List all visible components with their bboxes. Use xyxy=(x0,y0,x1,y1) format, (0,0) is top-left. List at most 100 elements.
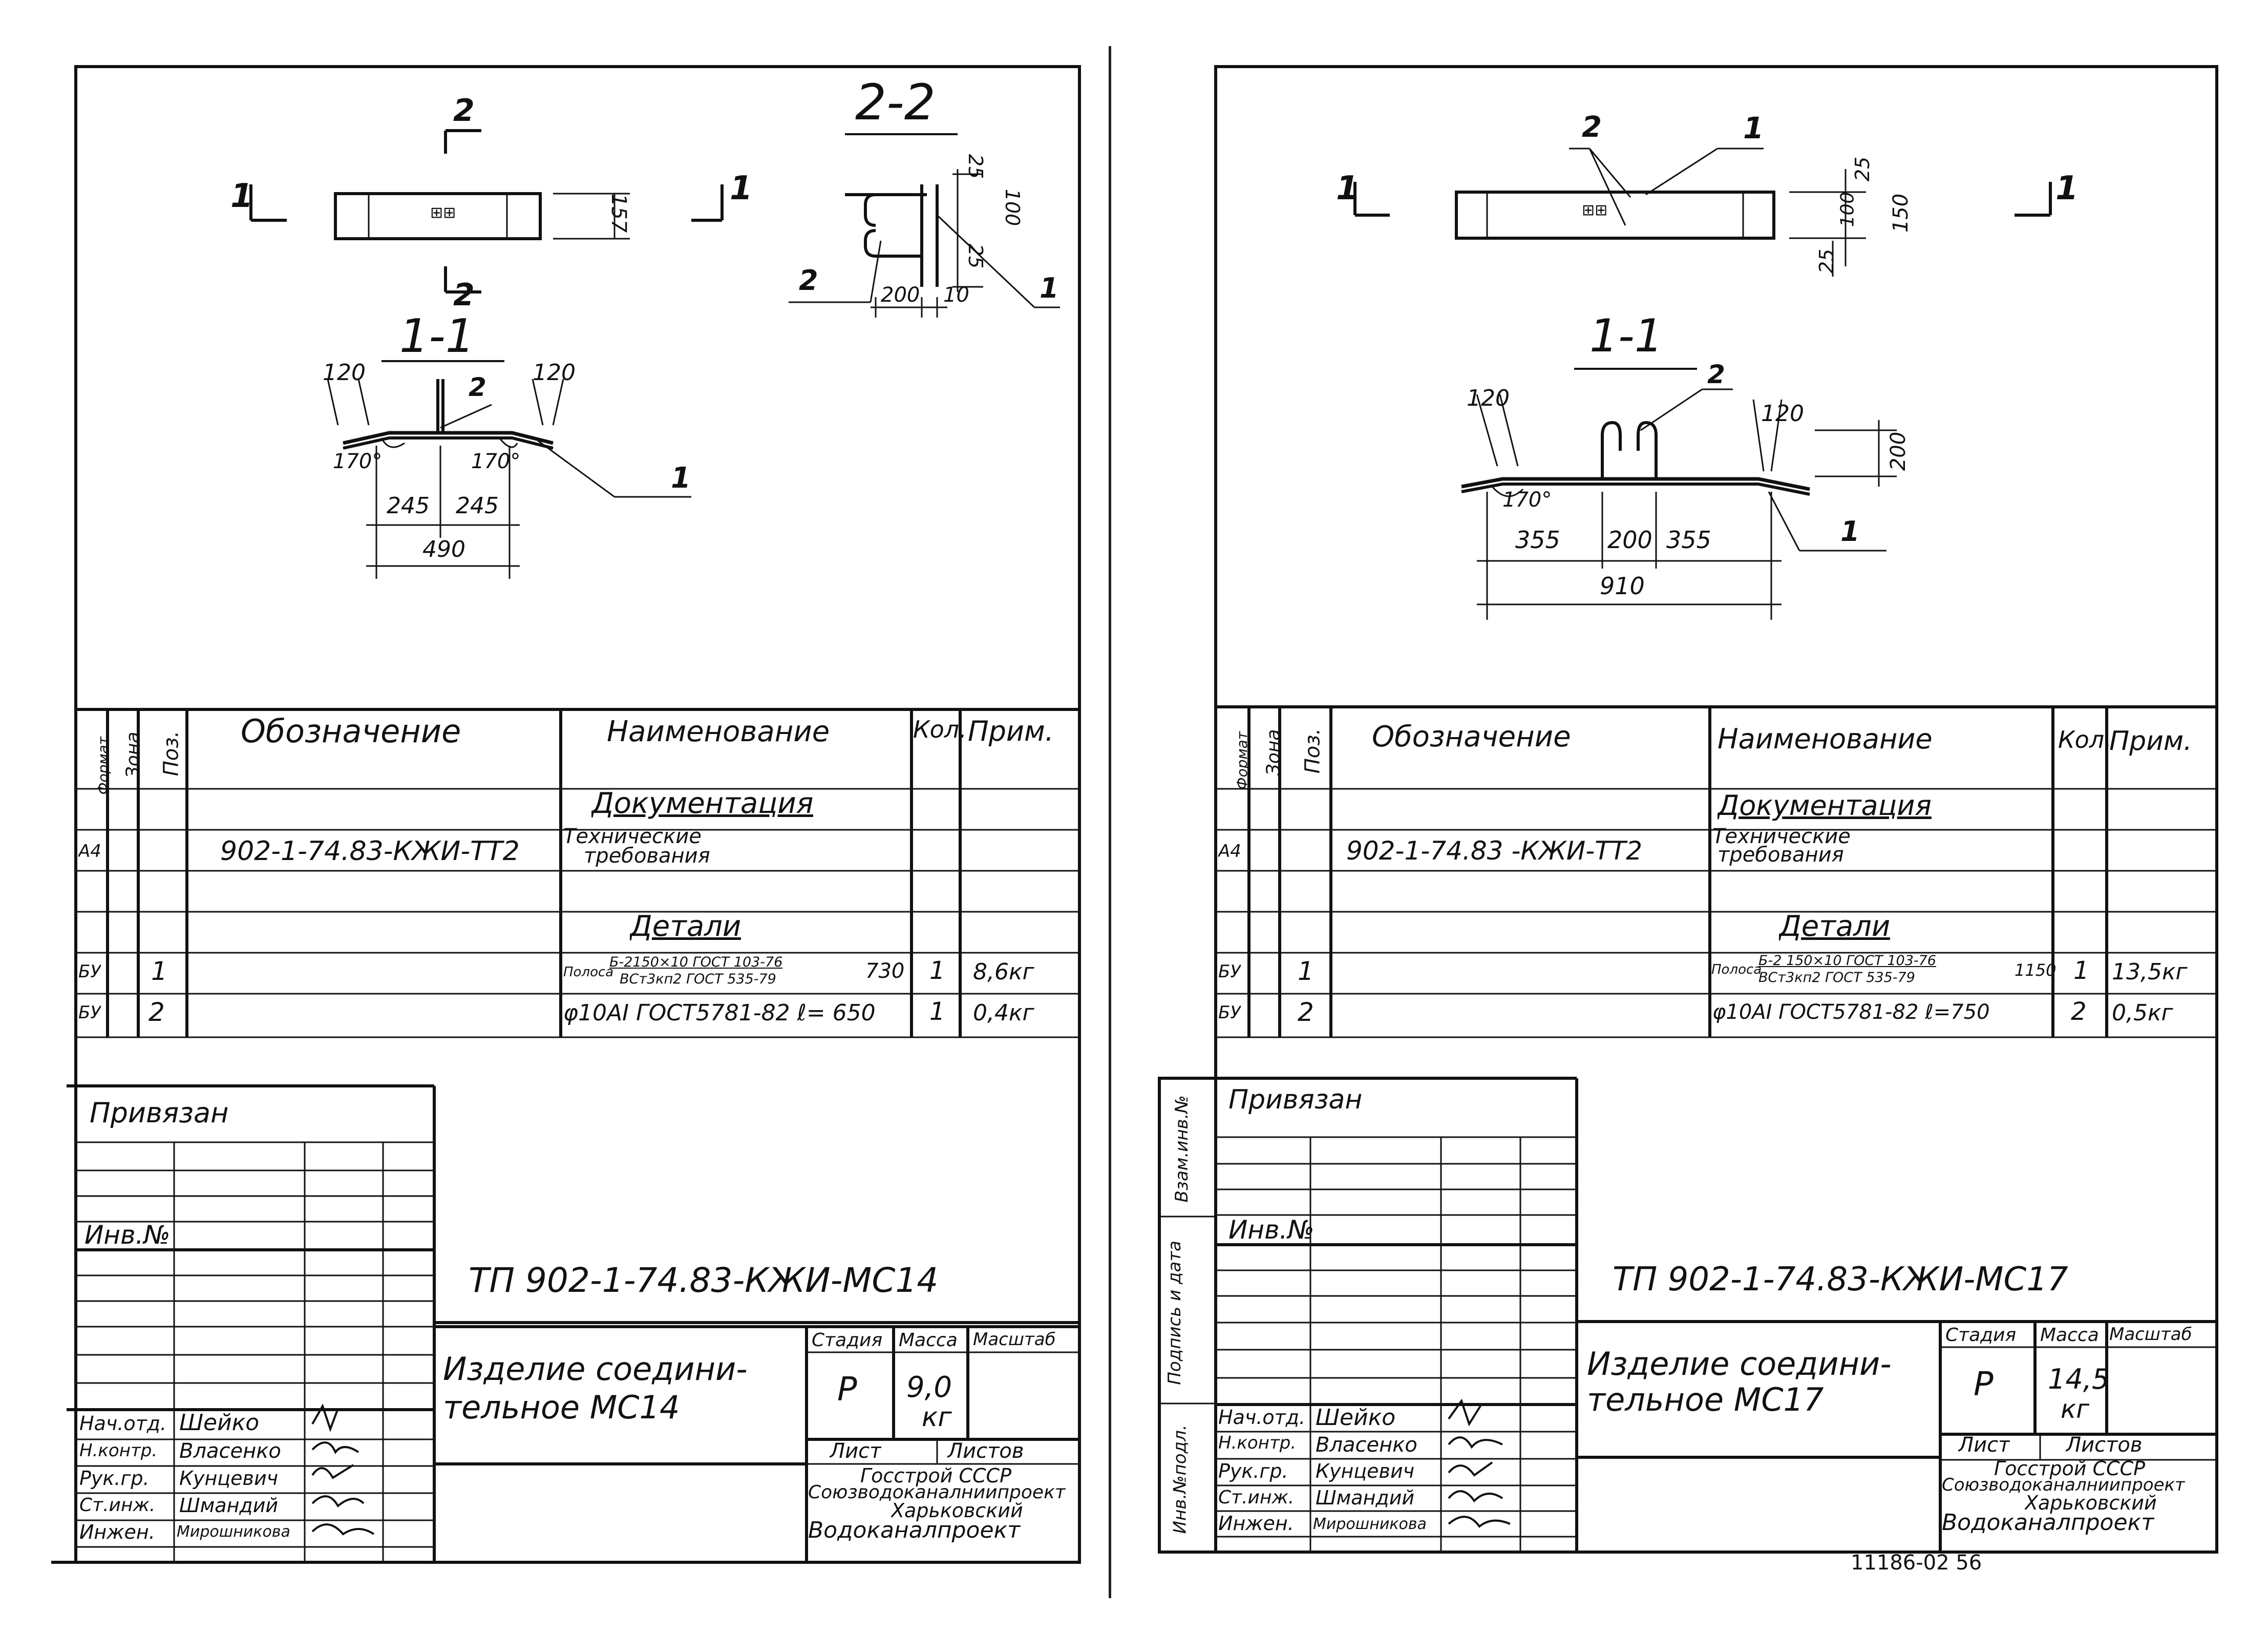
spec-header-zone: Зона xyxy=(123,731,143,779)
spec-row-1-note: 8,6кг xyxy=(973,960,1034,984)
staff-role-4: Ст.инж. xyxy=(79,1496,156,1515)
org-line-3: Харьковский xyxy=(2025,1493,2157,1514)
staff-role-3: Рук.гр. xyxy=(79,1469,150,1489)
spec-header-designation: Обозначение xyxy=(1372,722,1571,752)
spec-header-note: Прим. xyxy=(968,717,1054,746)
section-1-1-title: 1-1 xyxy=(1589,312,1663,360)
stage-value: Р xyxy=(1974,1368,1994,1402)
cut-label-left: 1 xyxy=(1336,172,1359,206)
inv-label: Инв.№ xyxy=(1228,1217,1315,1244)
section-1-dim-245-right: 245 xyxy=(456,494,499,518)
staff-role-5: Инжен. xyxy=(79,1522,155,1543)
spec-doc-heading: Документация xyxy=(1718,791,1932,821)
staff-name-5: Мирошникова xyxy=(177,1524,290,1540)
mc17-signatures xyxy=(1448,1398,1511,1528)
section-2-dim-100: 100 xyxy=(1002,188,1023,226)
section-1-dim-120-right: 120 xyxy=(1761,402,1804,426)
section-1-angle: 170° xyxy=(1502,489,1552,511)
staff-role-3: Рук.гр. xyxy=(1218,1461,1288,1482)
plan-height-dim: 157 xyxy=(608,193,630,233)
drawing-code: ТП 902-1-74.83-КЖИ-МС17 xyxy=(1613,1263,2068,1297)
sheet-divider xyxy=(1109,46,1111,1598)
spec-row-1-name-bottom: ВСт3кп2 ГОСТ 535-79 xyxy=(620,972,776,987)
section-1-callout-2: 2 xyxy=(1707,361,1725,388)
section-1-1-title: 1-1 xyxy=(399,312,475,361)
staff-role-1: Нач.отд. xyxy=(1218,1408,1306,1428)
section-1-callout-2: 2 xyxy=(469,374,486,401)
sheet-mc14: 2 2 1 1 ⊞⊞ 157 2-2 25 100 25 200 10 2 1 … xyxy=(51,65,1081,1564)
spec-header-format: Формат xyxy=(96,736,111,795)
spec-row-2-name: φ10АI ГОСТ5781-82 ℓ= 650 xyxy=(563,1001,876,1025)
mass-unit: кг xyxy=(2061,1396,2090,1423)
spec-doc-name-1: Технические xyxy=(1712,826,1851,847)
staff-role-1: Нач.отд. xyxy=(79,1414,167,1434)
cut-label-left: 1 xyxy=(230,179,253,214)
drawing-code: ТП 902-1-74.83-КЖИ-МС14 xyxy=(469,1263,939,1298)
spec-doc-designation: 902-1-74.83-КЖИ-ТТ2 xyxy=(220,837,520,866)
section-1-callout-1: 1 xyxy=(1840,517,1860,547)
section-2-callout-1: 1 xyxy=(1040,274,1059,303)
plan-callout-1: 1 xyxy=(1743,113,1764,144)
plan-callout-2: 2 xyxy=(1582,113,1602,143)
spec-header-designation: Обозначение xyxy=(241,715,461,748)
spec-details-heading: Детали xyxy=(1779,912,1891,942)
spec-details-heading: Детали xyxy=(630,912,741,942)
section-2-dim-10: 10 xyxy=(943,284,969,306)
org-line-1: Госстрой СССР xyxy=(1994,1459,2146,1479)
plan-dim-100: 100 xyxy=(1838,192,1858,227)
spec-row-1-format: БУ xyxy=(1218,963,1241,981)
stage-label: Стадия xyxy=(1945,1326,2017,1345)
spec-header-qty: Кол. xyxy=(913,717,967,742)
mass-label: Масса xyxy=(899,1331,958,1350)
spec-row-1-name-top: Б-2 150×10 ГОСТ 103-76 xyxy=(1758,954,1936,969)
sheet-mc17: 2 1 1 1 ⊞⊞ 25 100 25 150 1-1 120 120 200… xyxy=(1134,0,2267,1634)
section-1-dim-120-left: 120 xyxy=(323,361,366,385)
plan-dim-25-top: 25 xyxy=(1853,156,1874,182)
spec-doc-name-2: требования xyxy=(1718,844,1844,866)
title-line-2: тельное МС14 xyxy=(443,1391,680,1424)
sheets-label: Листов xyxy=(2066,1434,2143,1456)
section-1-dim-355-right: 355 xyxy=(1666,528,1711,553)
sheet-mc14-frame xyxy=(51,65,1081,1564)
spec-header-zone: Зона xyxy=(1264,729,1284,776)
org-line-2: Союзводоканалниипроект xyxy=(808,1483,1066,1502)
spec-row-1-name-suffix: 1150 xyxy=(2015,962,2057,979)
spec-row-2-name: φ10АI ГОСТ5781-82 ℓ=750 xyxy=(1712,1001,1990,1023)
bound-label: Привязан xyxy=(1228,1086,1363,1114)
section-1-dim-910: 910 xyxy=(1600,574,1645,599)
section-2-dim-200: 200 xyxy=(881,284,920,306)
org-line-4: Водоканалпроект xyxy=(1942,1511,2154,1535)
staff-name-1: Шейко xyxy=(1316,1406,1396,1430)
stage-value: Р xyxy=(837,1373,857,1408)
inv-label: Инв.№ xyxy=(84,1222,171,1249)
spec-doc-name-2: требования xyxy=(584,845,710,867)
mc14-signatures xyxy=(311,1403,375,1536)
plan-dim-25-bottom: 25 xyxy=(1817,248,1838,274)
plan-mark: ⊞⊞ xyxy=(430,205,456,221)
section-2-2-title: 2-2 xyxy=(855,77,936,129)
sheets-label: Листов xyxy=(947,1440,1024,1462)
section-1-dim-200: 200 xyxy=(1607,528,1652,553)
section-1-dim-120-right: 120 xyxy=(533,361,576,385)
sheet-mc17-frame xyxy=(1158,65,2218,1554)
staff-name-2: Власенко xyxy=(179,1440,281,1462)
cut-label-right: 1 xyxy=(730,172,753,206)
mass-value: 14,5 xyxy=(2048,1365,2110,1394)
spec-row-1-name-prefix: Полоса xyxy=(1711,963,1762,977)
spec-doc-format: А4 xyxy=(1218,843,1241,861)
spec-row-1-name-prefix: Полоса xyxy=(563,966,614,980)
spec-row-1-format: БУ xyxy=(78,963,101,981)
staff-role-2: Н.контр. xyxy=(79,1442,158,1460)
spec-row-1-name-suffix: 730 xyxy=(865,960,905,982)
spec-doc-name-1: Технические xyxy=(563,826,702,847)
section-2-callout-2: 2 xyxy=(799,266,818,296)
mass-label: Масса xyxy=(2040,1326,2099,1345)
spec-row-2-note: 0,4кг xyxy=(973,1001,1034,1025)
section-1-dim-490: 490 xyxy=(422,538,465,562)
spec-header-name: Наименование xyxy=(1718,725,1933,754)
spec-row-1-qty: 1 xyxy=(2073,958,2089,984)
spec-row-1-name-top: Б-2150×10 ГОСТ 103-76 xyxy=(609,955,783,970)
org-line-3: Харьковский xyxy=(891,1501,1023,1521)
spec-header-name: Наименование xyxy=(607,717,830,747)
org-line-1: Госстрой СССР xyxy=(860,1466,1012,1486)
